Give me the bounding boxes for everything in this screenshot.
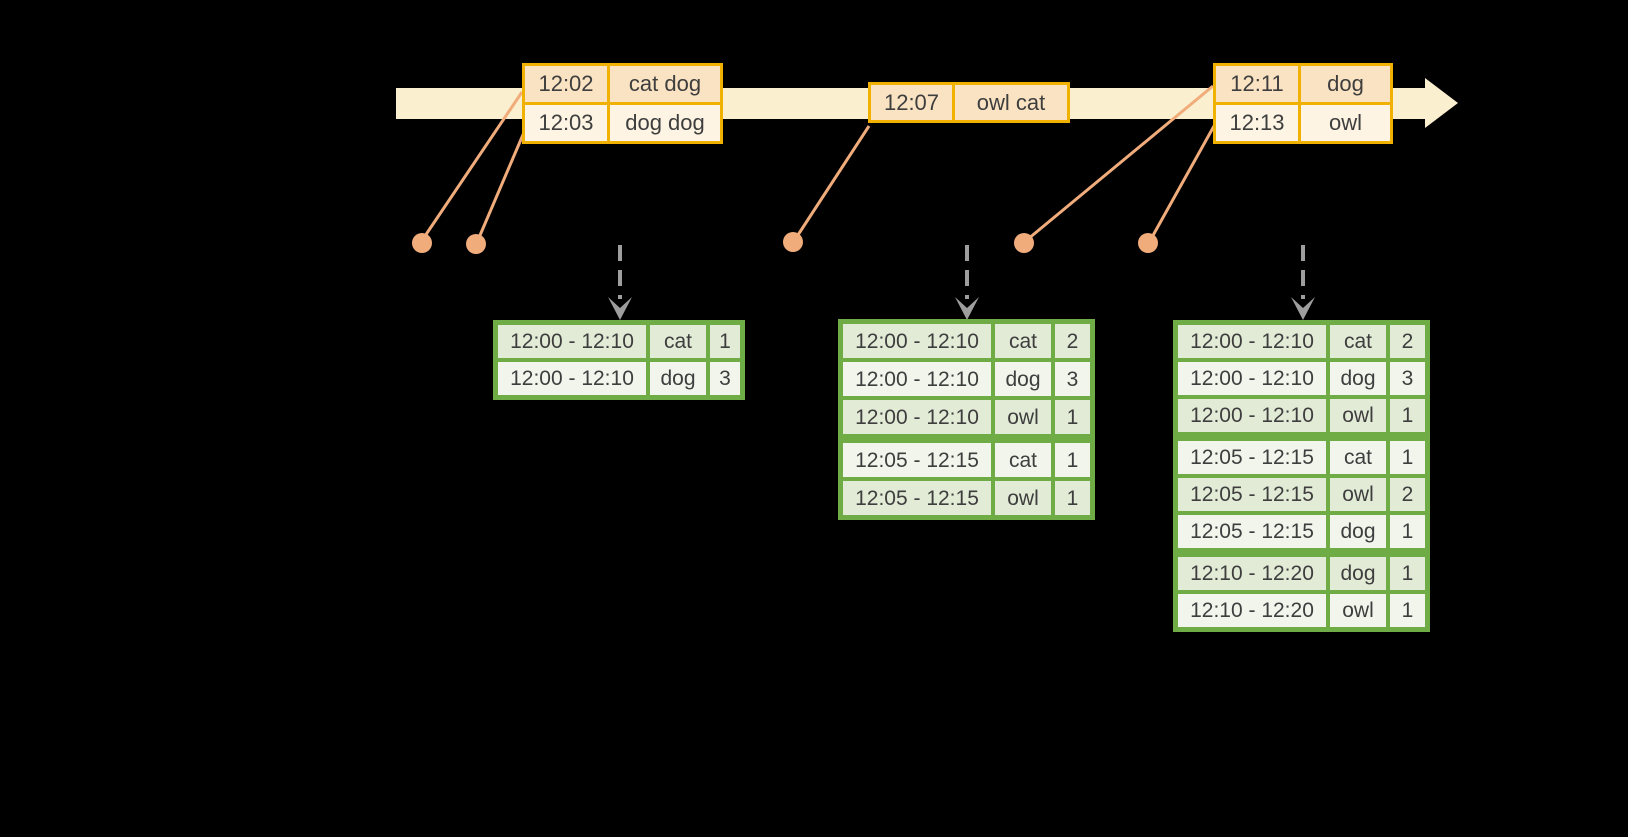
word-cell: cat [995, 324, 1051, 358]
word-cell: cat [650, 325, 706, 358]
word-cell: owl [1330, 478, 1386, 511]
event-time: 12:07 [871, 85, 952, 120]
event-table-3: 12:11 dog 12:13 owl [1213, 63, 1393, 144]
event-time: 12:03 [525, 105, 607, 141]
result-table-3: 12:00 - 12:10 cat 2 12:00 - 12:10 dog 3 … [1173, 320, 1430, 632]
count-cell: 1 [1390, 594, 1425, 627]
window-cell: 12:00 - 12:10 [843, 324, 991, 358]
trigger-arrow [955, 245, 979, 320]
event-time: 12:11 [1216, 66, 1298, 102]
trigger-arrowhead-icon [1291, 297, 1315, 320]
word-cell: dog [1330, 557, 1386, 590]
event-words: dog dog [610, 105, 720, 141]
word-cell: dog [650, 362, 706, 395]
window-cell: 12:05 - 12:15 [1178, 478, 1326, 511]
event-point-dot [1014, 233, 1034, 253]
word-cell: cat [1330, 325, 1386, 358]
event-time: 12:02 [525, 66, 607, 102]
table-row: 12:00 - 12:10 owl 1 [1178, 399, 1425, 432]
window-cell: 12:10 - 12:20 [1178, 557, 1326, 590]
result-table-2: 12:00 - 12:10 cat 2 12:00 - 12:10 dog 3 … [838, 319, 1095, 520]
window-cell: 12:00 - 12:10 [1178, 362, 1326, 395]
word-cell: owl [1330, 594, 1386, 627]
window-cell: 12:05 - 12:15 [1178, 515, 1326, 548]
event-connector-line [423, 91, 524, 237]
word-cell: dog [995, 362, 1051, 396]
window-cell: 12:05 - 12:15 [843, 443, 991, 477]
table-row: 12:05 - 12:15 cat 1 [843, 443, 1090, 477]
trigger-arrowhead-icon [955, 297, 979, 320]
word-cell: cat [1330, 441, 1386, 474]
event-point-dot [412, 233, 432, 253]
trigger-arrow [1291, 245, 1315, 320]
window-cell: 12:05 - 12:15 [843, 481, 991, 515]
count-cell: 3 [1390, 362, 1425, 395]
event-point-dot [1138, 233, 1158, 253]
count-cell: 2 [1390, 478, 1425, 511]
table-row: 12:00 - 12:10 cat 1 [498, 325, 740, 358]
event-table-2: 12:07 owl cat [868, 82, 1070, 123]
word-cell: dog [1330, 362, 1386, 395]
count-cell: 2 [1390, 325, 1425, 358]
word-cell: owl [995, 400, 1051, 434]
count-cell: 1 [1390, 557, 1425, 590]
table-row: 12:00 - 12:10 owl 1 [843, 400, 1090, 434]
event-connector-line [1149, 125, 1216, 240]
count-cell: 2 [1055, 324, 1090, 358]
table-row: 12:05 - 12:15 owl 1 [843, 481, 1090, 515]
count-cell: 3 [710, 362, 740, 395]
count-cell: 3 [1055, 362, 1090, 396]
table-row: 12:05 - 12:15 dog 1 [1178, 515, 1425, 548]
trigger-arrow [608, 245, 632, 320]
timeline-arrowhead-icon [1425, 78, 1458, 128]
event-connector-line [794, 125, 871, 239]
count-cell: 1 [1390, 515, 1425, 548]
table-row: 12:10 - 12:20 dog 1 [1178, 557, 1425, 590]
event-words: cat dog [610, 66, 720, 102]
event-connector-line [1027, 84, 1214, 241]
window-cell: 12:00 - 12:10 [843, 362, 991, 396]
table-row: 12:05 - 12:15 cat 1 [1178, 441, 1425, 474]
count-cell: 1 [710, 325, 740, 358]
window-cell: 12:00 - 12:10 [1178, 399, 1326, 432]
window-cell: 12:00 - 12:10 [498, 325, 646, 358]
count-cell: 1 [1390, 399, 1425, 432]
count-cell: 1 [1055, 400, 1090, 434]
window-cell: 12:05 - 12:15 [1178, 441, 1326, 474]
event-words: owl cat [955, 85, 1067, 120]
event-words: dog [1301, 66, 1390, 102]
result-table-1: 12:00 - 12:10 cat 1 12:00 - 12:10 dog 3 [493, 320, 745, 400]
event-point-dot [783, 232, 803, 252]
table-row: 12:05 - 12:15 owl 2 [1178, 478, 1425, 511]
window-cell: 12:00 - 12:10 [1178, 325, 1326, 358]
table-row: 12:00 - 12:10 dog 3 [498, 362, 740, 395]
window-cell: 12:10 - 12:20 [1178, 594, 1326, 627]
count-cell: 1 [1055, 443, 1090, 477]
event-time: 12:13 [1216, 105, 1298, 141]
word-cell: cat [995, 443, 1051, 477]
word-cell: owl [1330, 399, 1386, 432]
event-point-dot [466, 234, 486, 254]
table-row: 12:00 - 12:10 cat 2 [843, 324, 1090, 358]
count-cell: 1 [1390, 441, 1425, 474]
word-cell: owl [995, 481, 1051, 515]
window-cell: 12:00 - 12:10 [498, 362, 646, 395]
table-row: 12:00 - 12:10 dog 3 [1178, 362, 1425, 395]
window-cell: 12:00 - 12:10 [843, 400, 991, 434]
event-table-1: 12:02 cat dog 12:03 dog dog [522, 63, 723, 144]
count-cell: 1 [1055, 481, 1090, 515]
table-row: 12:00 - 12:10 dog 3 [843, 362, 1090, 396]
word-cell: dog [1330, 515, 1386, 548]
table-row: 12:00 - 12:10 cat 2 [1178, 325, 1425, 358]
table-row: 12:10 - 12:20 owl 1 [1178, 594, 1425, 627]
event-words: owl [1301, 105, 1390, 141]
event-connector-line [476, 129, 527, 241]
trigger-arrowhead-icon [608, 297, 632, 320]
